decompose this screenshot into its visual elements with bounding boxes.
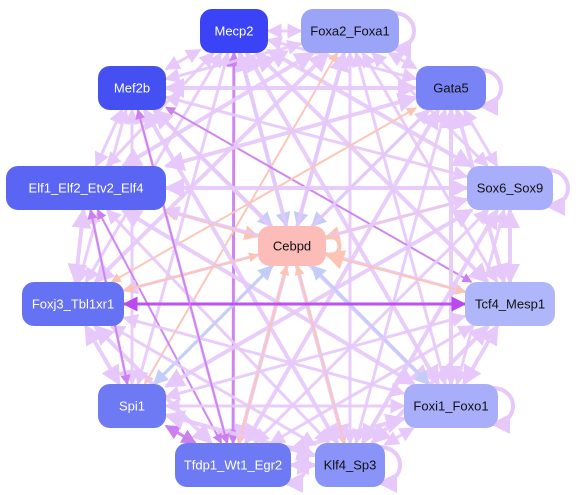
self-loop-klf4	[377, 445, 402, 493]
node-label-klf4: Klf4_Sp3	[324, 458, 377, 473]
node-label-foxj3: Foxj3_Tbl1xr1	[32, 297, 114, 312]
node-box-foxj3	[22, 282, 124, 326]
node-label-elf: Elf1_Elf2_Etv2_Elf4	[29, 181, 144, 196]
self-loop-cebpd	[324, 235, 347, 270]
node-klf4[interactable]: Klf4_Sp3	[315, 443, 385, 487]
node-spi1[interactable]: Spi1	[98, 384, 166, 428]
node-box-spi1	[98, 384, 166, 428]
node-box-foxi	[404, 384, 498, 428]
node-label-foxa: Foxa2_Foxa1	[310, 24, 390, 39]
self-loop-sox	[545, 168, 570, 216]
node-foxa[interactable]: Foxa2_Foxa1	[301, 9, 399, 53]
self-loop-tfdp	[283, 445, 308, 493]
edge-foxi-tfdp	[289, 413, 406, 455]
self-loop-gata5	[478, 68, 503, 116]
node-cebpd[interactable]: Cebpd	[258, 226, 326, 266]
node-box-mef2b	[98, 66, 166, 110]
edge-elf-foxj3	[67, 208, 92, 284]
node-tfdp[interactable]: Tfdp1_Wt1_Egr2	[175, 443, 291, 487]
edge-foxi-klf4	[383, 426, 415, 446]
node-box-cebpd	[258, 226, 326, 266]
node-box-elf	[6, 166, 166, 210]
node-label-gata5: Gata5	[433, 81, 468, 96]
node-box-tcf4	[465, 282, 555, 326]
edge-cebpd-foxi	[310, 264, 431, 386]
self-loop-foxi	[490, 386, 515, 434]
node-box-tfdp	[175, 443, 291, 487]
node-box-sox	[467, 166, 553, 210]
node-elf[interactable]: Elf1_Elf2_Etv2_Elf4	[6, 166, 166, 210]
edge-cebpd-tcf4	[325, 252, 466, 295]
node-box-mecp2	[200, 9, 268, 53]
self-loop-foxa	[391, 11, 416, 59]
node-sox[interactable]: Sox6_Sox9	[467, 166, 553, 210]
edge-mecp2-tfdp	[225, 51, 242, 445]
node-mecp2[interactable]: Mecp2	[200, 9, 268, 53]
node-label-mef2b: Mef2b	[114, 81, 150, 96]
node-label-foxi: Foxi1_Foxo1	[413, 399, 488, 414]
node-label-cebpd: Cebpd	[273, 239, 311, 254]
node-foxj3[interactable]: Foxj3_Tbl1xr1	[22, 282, 124, 326]
node-label-sox: Sox6_Sox9	[477, 181, 544, 196]
node-label-spi1: Spi1	[119, 399, 145, 414]
edge-spi1-tfdp	[164, 424, 197, 445]
node-gata5[interactable]: Gata5	[416, 66, 486, 110]
node-label-tcf4: Tcf4_Mesp1	[475, 297, 545, 312]
node-box-gata5	[416, 66, 486, 110]
node-tcf4[interactable]: Tcf4_Mesp1	[465, 282, 555, 326]
edge-mef2b-tfdp	[135, 109, 230, 444]
node-foxi[interactable]: Foxi1_Foxo1	[404, 384, 498, 428]
node-mef2b[interactable]: Mef2b	[98, 66, 166, 110]
self-loops-layer	[283, 11, 570, 493]
edge-foxa-gata5	[387, 51, 418, 70]
node-box-foxa	[301, 9, 399, 53]
node-label-tfdp: Tfdp1_Wt1_Egr2	[184, 458, 282, 473]
edge-mecp2-mef2b	[164, 48, 202, 71]
node-label-mecp2: Mecp2	[214, 24, 253, 39]
node-box-klf4	[315, 443, 385, 487]
